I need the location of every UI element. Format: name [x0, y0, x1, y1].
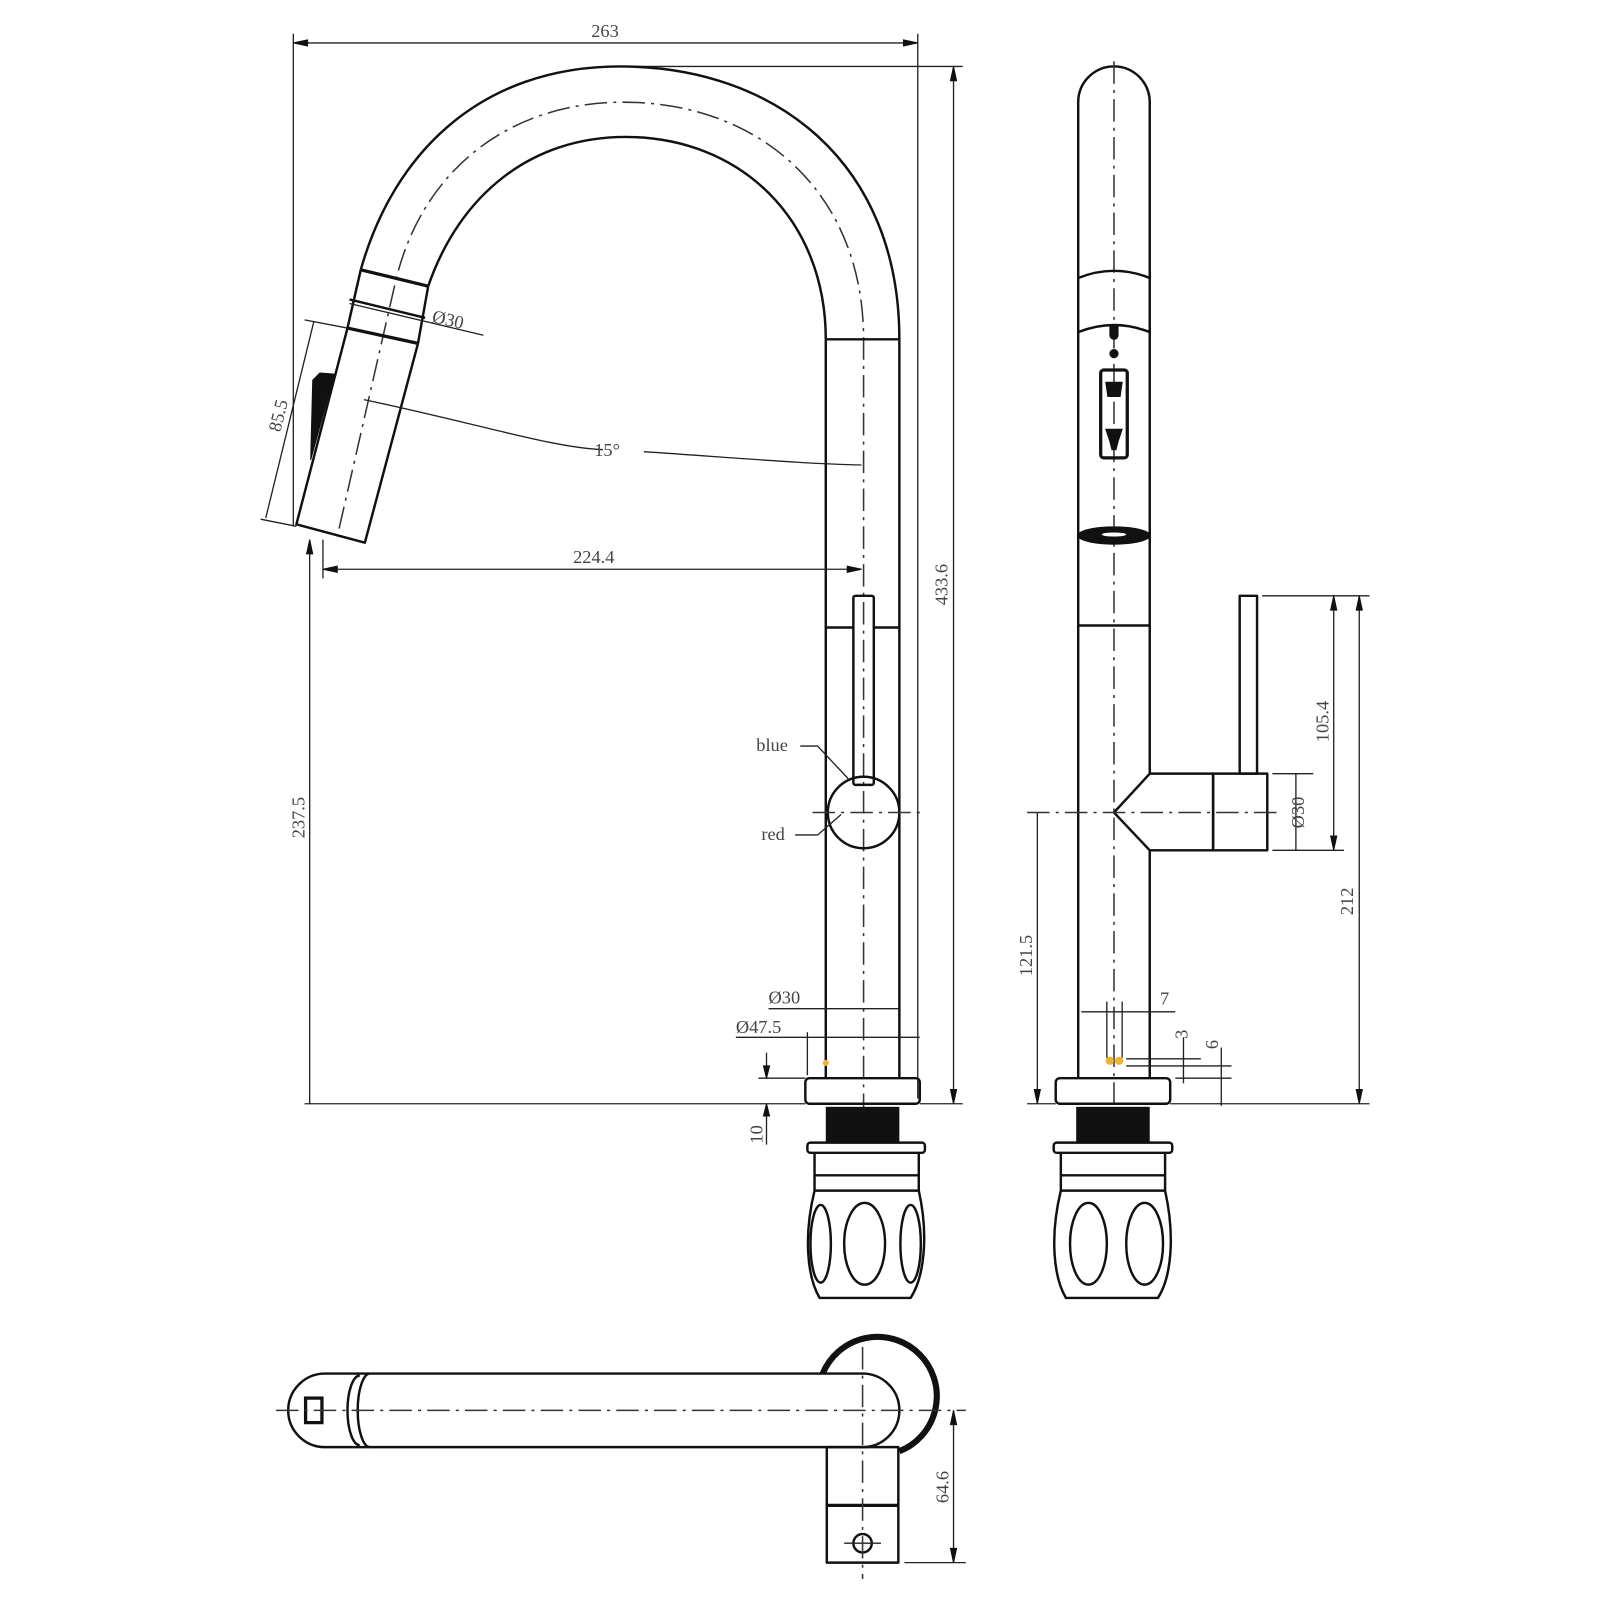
- head-band: [360, 268, 429, 288]
- nut-grip: [899, 1203, 923, 1284]
- top-base-ring: [819, 1333, 940, 1455]
- stream-mode-icon: [1105, 381, 1123, 398]
- dim-64-6: 64.6: [932, 1471, 952, 1503]
- dim-7: 7: [1160, 989, 1169, 1009]
- arrowheads: [949, 66, 958, 1104]
- marker-dot: [1105, 1056, 1114, 1065]
- dim-263: 263: [591, 21, 619, 41]
- nut-grip: [842, 1201, 887, 1286]
- side-base-plate: [1054, 1076, 1172, 1105]
- drop-icon: [1109, 324, 1119, 340]
- arrowhead: [305, 539, 314, 555]
- arrowheads: [1330, 595, 1338, 851]
- dim-10: 10: [746, 1125, 766, 1143]
- nut-grip: [809, 1203, 833, 1284]
- side-view: 105.4 Ø30 212 121.5 7 3 6: [1016, 61, 1370, 1300]
- spout-outer-edge: [359, 65, 901, 340]
- outlet-highlight: [1101, 532, 1127, 537]
- side-handle-cone: [1112, 772, 1215, 852]
- dim-3: 3: [1172, 1030, 1192, 1039]
- dim-212: 212: [1337, 888, 1357, 916]
- arrowheads: [322, 565, 862, 573]
- mounting-nut: [806, 1152, 926, 1300]
- dim-head-diameter: Ø30: [430, 306, 465, 333]
- marker-dot: [822, 1059, 829, 1066]
- dim-body-diameter: Ø30: [769, 988, 801, 1008]
- label-blue: blue: [756, 735, 788, 755]
- collar: [806, 1141, 927, 1155]
- spout-inner-edge: [427, 135, 828, 340]
- dim-15-deg: 15°: [594, 440, 620, 460]
- base-plate: [804, 1076, 922, 1105]
- spout-centerline: [336, 101, 865, 1117]
- dim-433-6: 433.6: [931, 564, 951, 605]
- side-thread: [1076, 1106, 1150, 1143]
- dim-237-5: 237.5: [289, 797, 309, 838]
- head-band: [347, 326, 419, 345]
- arrowheads: [949, 1410, 958, 1563]
- dim-224-4: 224.4: [573, 547, 614, 567]
- leader-red: [795, 814, 842, 836]
- dim-121-5: 121.5: [1016, 935, 1036, 976]
- leader-blue: [800, 745, 849, 780]
- spray-button-icon: [310, 372, 335, 461]
- dim-handle-diameter: Ø30: [1288, 797, 1308, 829]
- dimension-line-head-diameter: [349, 302, 484, 336]
- arrowheads: [1355, 595, 1363, 1104]
- dim-6: 6: [1202, 1040, 1222, 1049]
- side-mounting-nut: [1053, 1152, 1173, 1300]
- side-collar: [1052, 1141, 1174, 1155]
- extension-line: [260, 518, 297, 527]
- label-red: red: [761, 824, 784, 844]
- extension-line: [304, 319, 348, 329]
- lever: [852, 594, 876, 787]
- nut-grip: [1068, 1201, 1109, 1286]
- top-view: 64.6: [275, 1333, 966, 1579]
- arrowheads: [293, 39, 918, 47]
- dot-icon: [1109, 349, 1119, 359]
- thread: [825, 1106, 900, 1143]
- dim-base-diameter: Ø47.5: [736, 1017, 781, 1037]
- side-lever: [1238, 594, 1259, 775]
- spray-head: [295, 269, 430, 544]
- front-view: 263 433.6 237.5 85.5 Ø30: [260, 21, 963, 1300]
- nut-grip: [1125, 1201, 1165, 1286]
- angle-arc-15: [363, 398, 862, 466]
- dim-105-4: 105.4: [1313, 701, 1333, 742]
- spray-mode-icon: [1105, 428, 1123, 451]
- arrowheads: [762, 1065, 771, 1117]
- marker-dot: [1115, 1056, 1124, 1065]
- head-band: [349, 298, 426, 320]
- dimension-line-85-5: [265, 321, 315, 519]
- side-band: [1077, 269, 1151, 280]
- spray-mode-button: [1099, 368, 1129, 460]
- arrowhead: [1033, 1088, 1042, 1104]
